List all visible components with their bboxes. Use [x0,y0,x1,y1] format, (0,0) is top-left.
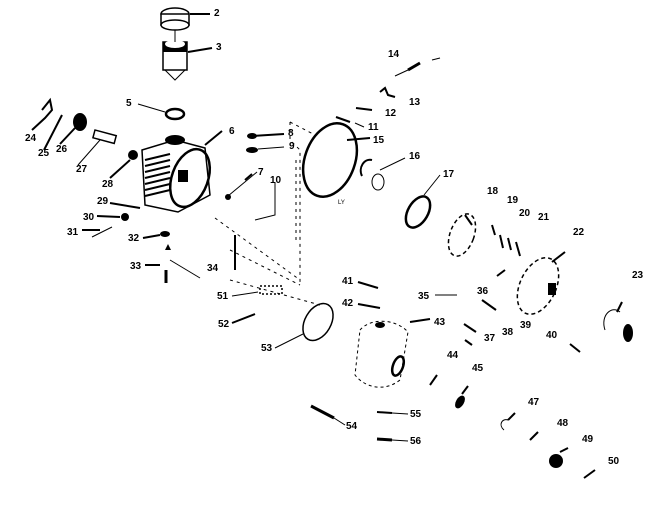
callout-37: 37 [484,333,496,344]
part-24-28-assembly [31,97,138,179]
callout-55: 55 [410,409,422,420]
callout-56: 56 [410,436,422,447]
callout-13: 13 [409,97,421,108]
callout-2: 2 [214,8,220,19]
part-2-cap [160,7,210,31]
part-44-45-fittings [429,374,469,409]
callout-8: 8 [288,128,294,139]
part-51-53-base [229,279,334,349]
part-15-gasket: LY [301,122,371,206]
callout-26: 26 [56,144,68,155]
callout-45: 45 [472,363,484,374]
callout-40: 40 [546,330,558,341]
callout-32: 32 [128,233,140,244]
part-7-10-panel [214,121,316,286]
part-16-clip [359,157,406,191]
callout-14: 14 [388,49,400,60]
callout-10: 10 [270,175,282,186]
callout-44: 44 [447,350,459,361]
callout-21: 21 [538,212,550,223]
callout-48: 48 [557,418,569,429]
callout-18: 18 [487,186,499,197]
callout-7: 7 [258,167,264,178]
part-5-o-ring [137,103,186,121]
part-29-31-fasteners [82,202,141,238]
callout-54: 54 [346,421,358,432]
callout-39: 39 [520,320,532,331]
part-8-9-screws [246,133,285,153]
callout-25: 25 [38,148,50,159]
callout-30: 30 [83,212,95,223]
callout-6: 6 [229,126,235,137]
callout-29: 29 [97,196,109,207]
callout-23: 23 [632,270,644,281]
callout-35: 35 [418,291,430,302]
part-41-43-body [354,281,431,388]
part-22-end-plate [496,251,566,315]
callout-49: 49 [582,434,594,445]
callout-41: 41 [342,276,354,287]
part-3-filter [162,30,213,81]
callout-3: 3 [216,42,222,53]
callout-16: 16 [409,151,421,162]
part-54-56-bolts [310,404,409,442]
part-35-40-hardware [435,294,581,353]
part-32-34-drain [142,231,201,283]
callout-31: 31 [67,227,79,238]
callout-12: 12 [385,108,397,119]
part-6-housing [141,130,223,213]
callout-17: 17 [443,169,455,180]
part-23-cover [603,301,633,342]
callout-43: 43 [434,317,446,328]
callout-50: 50 [608,456,620,467]
callout-38: 38 [502,327,514,338]
part-18-21-hardware [447,213,521,257]
callout-24: 24 [25,133,37,144]
callout-11: 11 [368,122,379,133]
callout-47: 47 [528,397,540,408]
callout-36: 36 [477,286,489,297]
callout-42: 42 [342,298,354,309]
callout-34: 34 [207,263,219,274]
callout-19: 19 [507,195,519,206]
part-17-ring [404,174,441,229]
callout-53: 53 [261,343,273,354]
callout-27: 27 [76,164,88,175]
callout-28: 28 [102,179,114,190]
part-11-14-fittings [335,57,441,128]
svg-text:LY: LY [338,200,345,206]
callout-15: 15 [373,135,385,146]
callout-20: 20 [519,208,531,219]
callout-22: 22 [573,227,585,238]
callout-9: 9 [289,141,295,152]
callout-33: 33 [130,261,142,272]
callout-5: 5 [126,98,132,109]
callout-52: 52 [218,319,230,330]
part-47-50-hardware [500,412,596,479]
callout-51: 51 [217,291,229,302]
